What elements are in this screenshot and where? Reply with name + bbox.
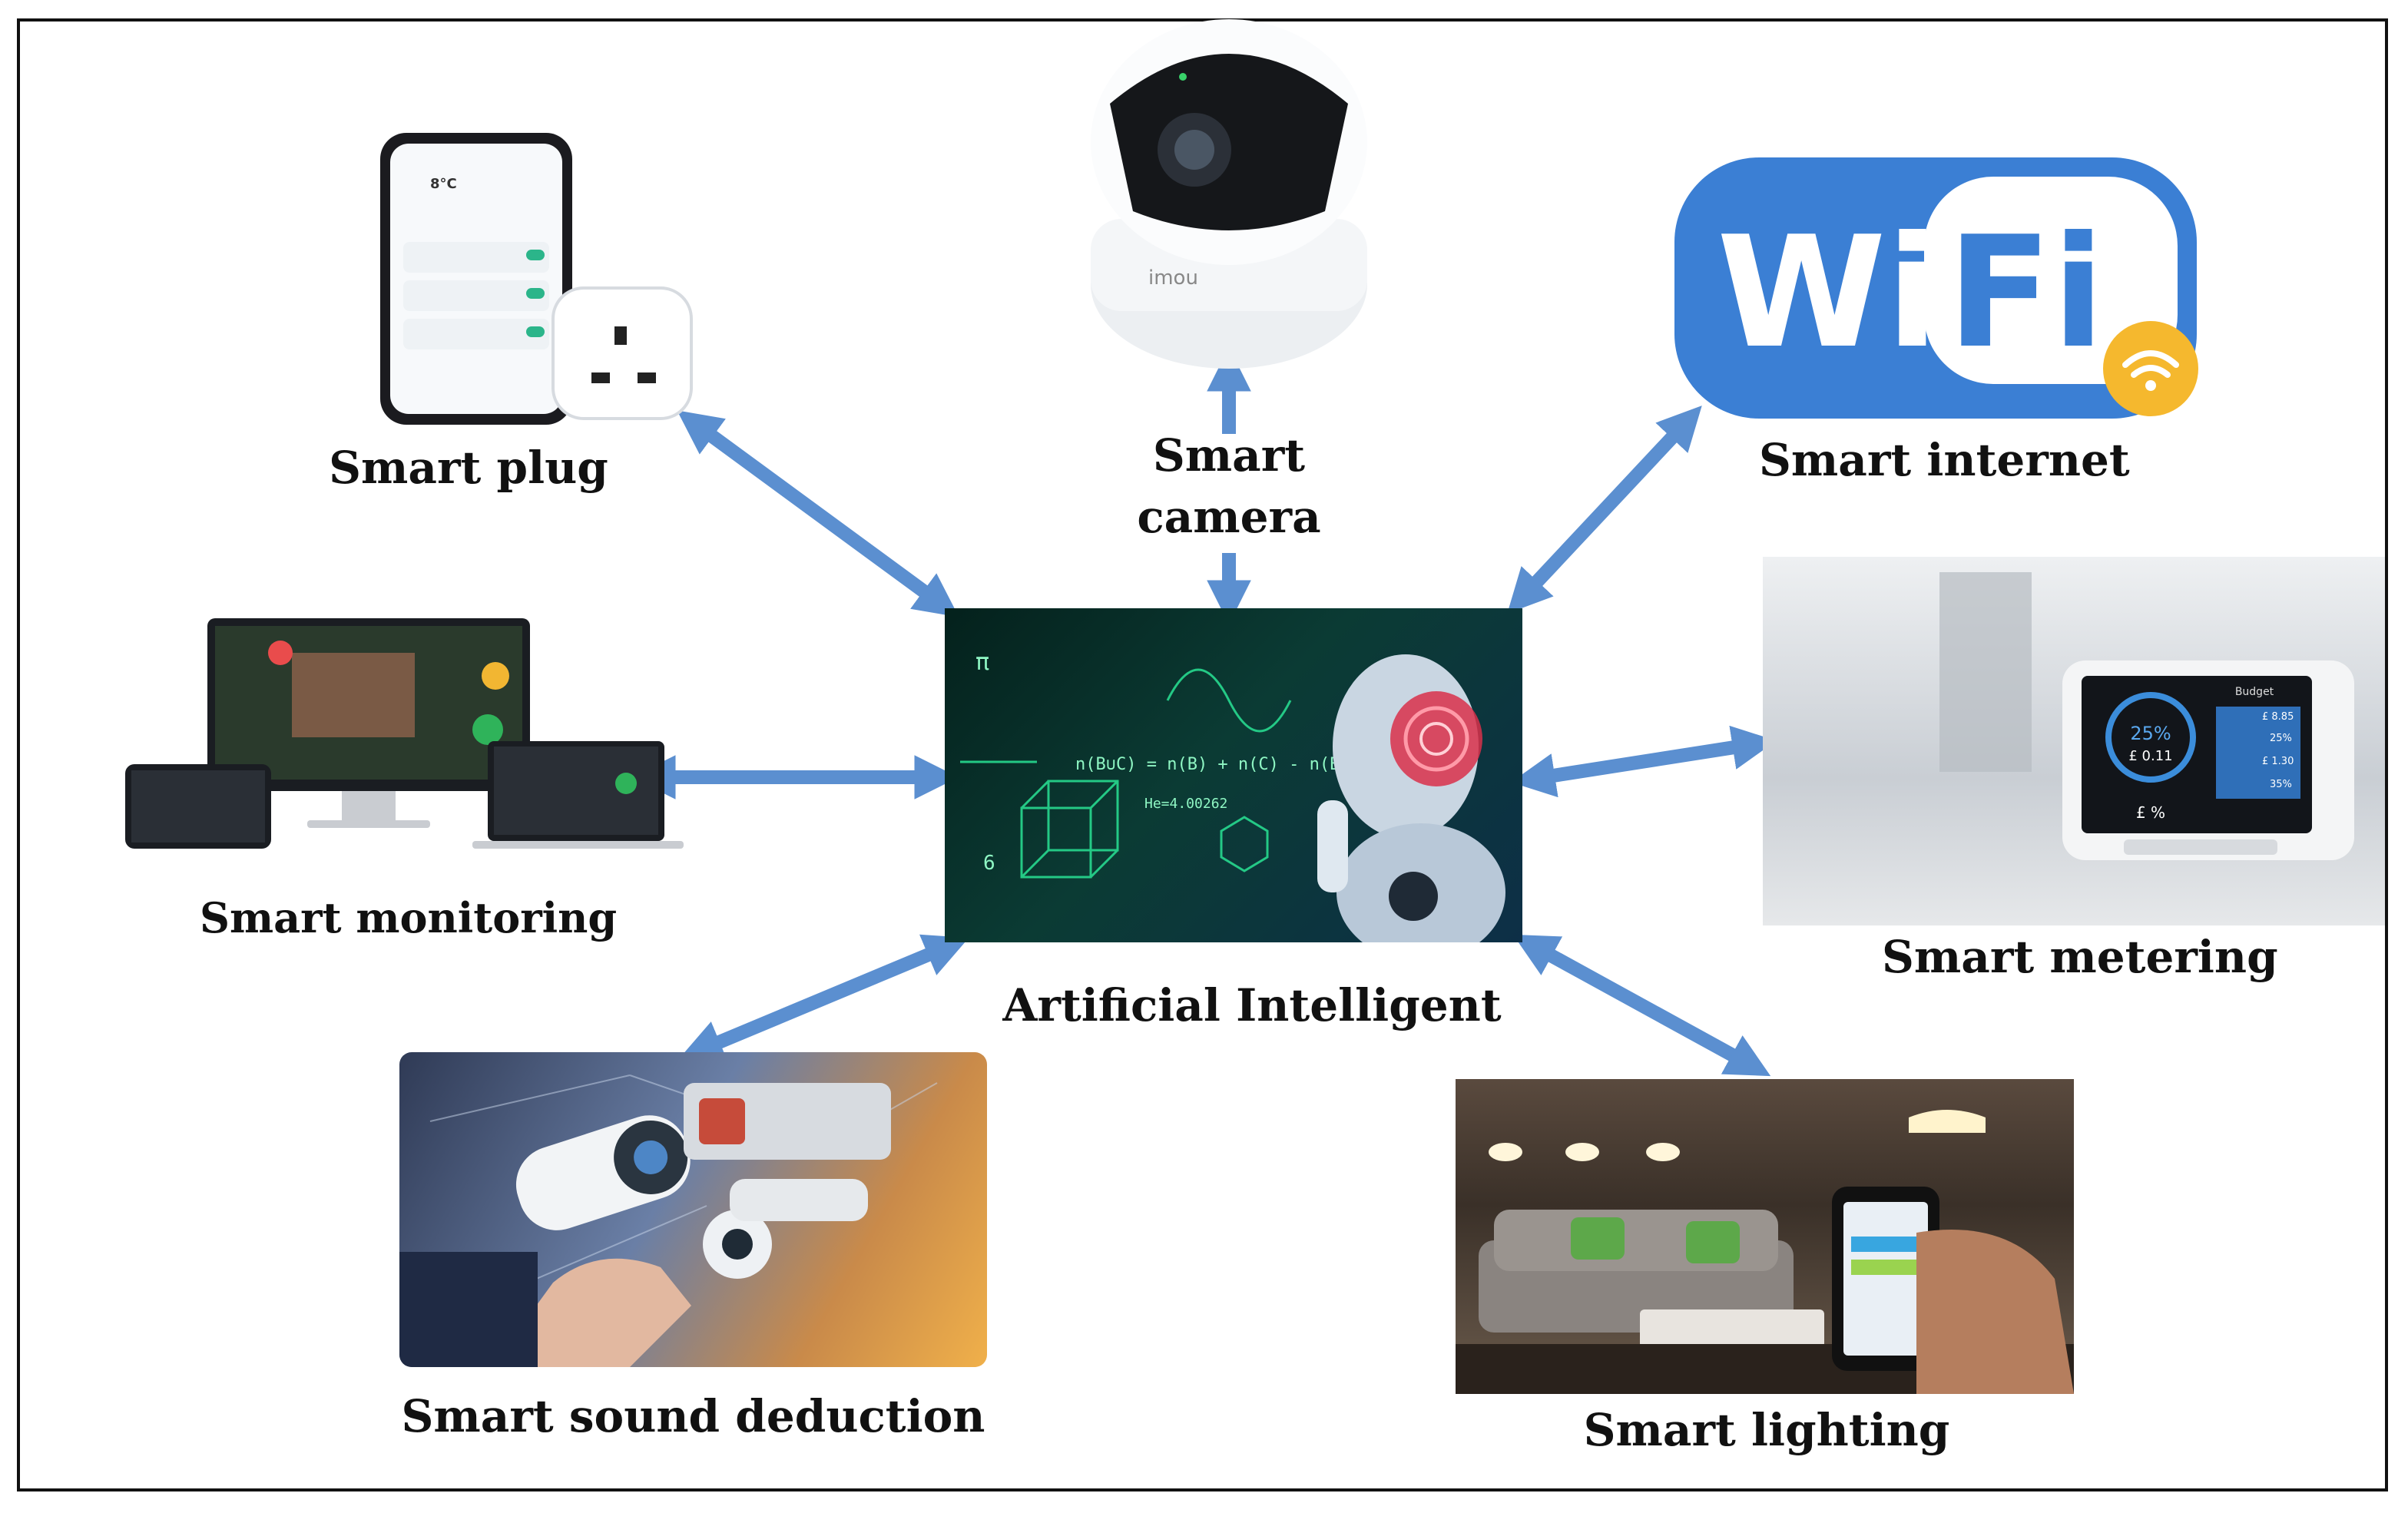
ai-image: n(B∪C) = n(B) + n(C) - n(B∩C) He=4.00262… [945, 608, 1522, 942]
smart-plug-label: Smart plug [329, 442, 608, 494]
svg-text:He=4.00262: He=4.00262 [1144, 796, 1227, 812]
meter-percent: 25% [2130, 723, 2171, 744]
smart-camera-label: Smart camera [1114, 425, 1344, 548]
arrow-metering [1511, 725, 1777, 798]
smart-camera-image: imou [1079, 19, 1379, 369]
smart-camera-label-line1: Smart [1152, 429, 1306, 482]
smart-monitoring-label: Smart monitoring [200, 893, 618, 942]
meter-cost: £ 0.11 [2128, 748, 2172, 764]
center-label: Artificial Intelligent [1002, 979, 1502, 1031]
arrow-plug [677, 410, 959, 617]
meter-footer: £ % [2136, 803, 2165, 822]
svg-text:6: 6 [983, 852, 995, 875]
svg-text:π: π [975, 649, 989, 676]
smart-internet-label: Smart internet [1759, 434, 2130, 486]
smart-sound-label: Smart sound deduction [401, 1390, 985, 1442]
smart-metering-image: 25% £ 0.11 Budget £ 8.85 25% £ 1.30 35% … [1763, 557, 2385, 925]
arrow-lighting [1512, 934, 1771, 1077]
smart-lighting-image [1456, 1079, 2074, 1394]
camera-brand: imou [1148, 267, 1198, 290]
diagram-frame [17, 18, 2388, 1491]
arrow-internet [1507, 406, 1702, 614]
meter-value-3: 35% [2270, 779, 2292, 790]
meter-value-0: £ 8.85 [2262, 711, 2294, 723]
wifi-word-1: Wi [1717, 204, 1939, 382]
smart-lighting-label: Smart lighting [1583, 1404, 1950, 1456]
ai-formula: n(B∪C) = n(B) + n(C) - n(B∩C) [1075, 755, 1370, 774]
smart-sound-image [399, 1052, 987, 1367]
meter-value-2: £ 1.30 [2262, 756, 2294, 767]
meter-title: Budget [2235, 686, 2274, 698]
smart-plug-image: 8°C [307, 104, 814, 434]
wifi-logo: Wi Fi [1671, 154, 2208, 422]
smart-metering-label: Smart metering [1882, 931, 2278, 983]
smart-camera-label-line2: camera [1137, 491, 1321, 543]
meter-value-1: 25% [2270, 733, 2292, 744]
arrow-sound [678, 934, 969, 1063]
svg-text:8°C: 8°C [430, 176, 457, 192]
wifi-word-2: Fi [1947, 204, 2105, 382]
smart-monitoring-image [119, 614, 687, 853]
